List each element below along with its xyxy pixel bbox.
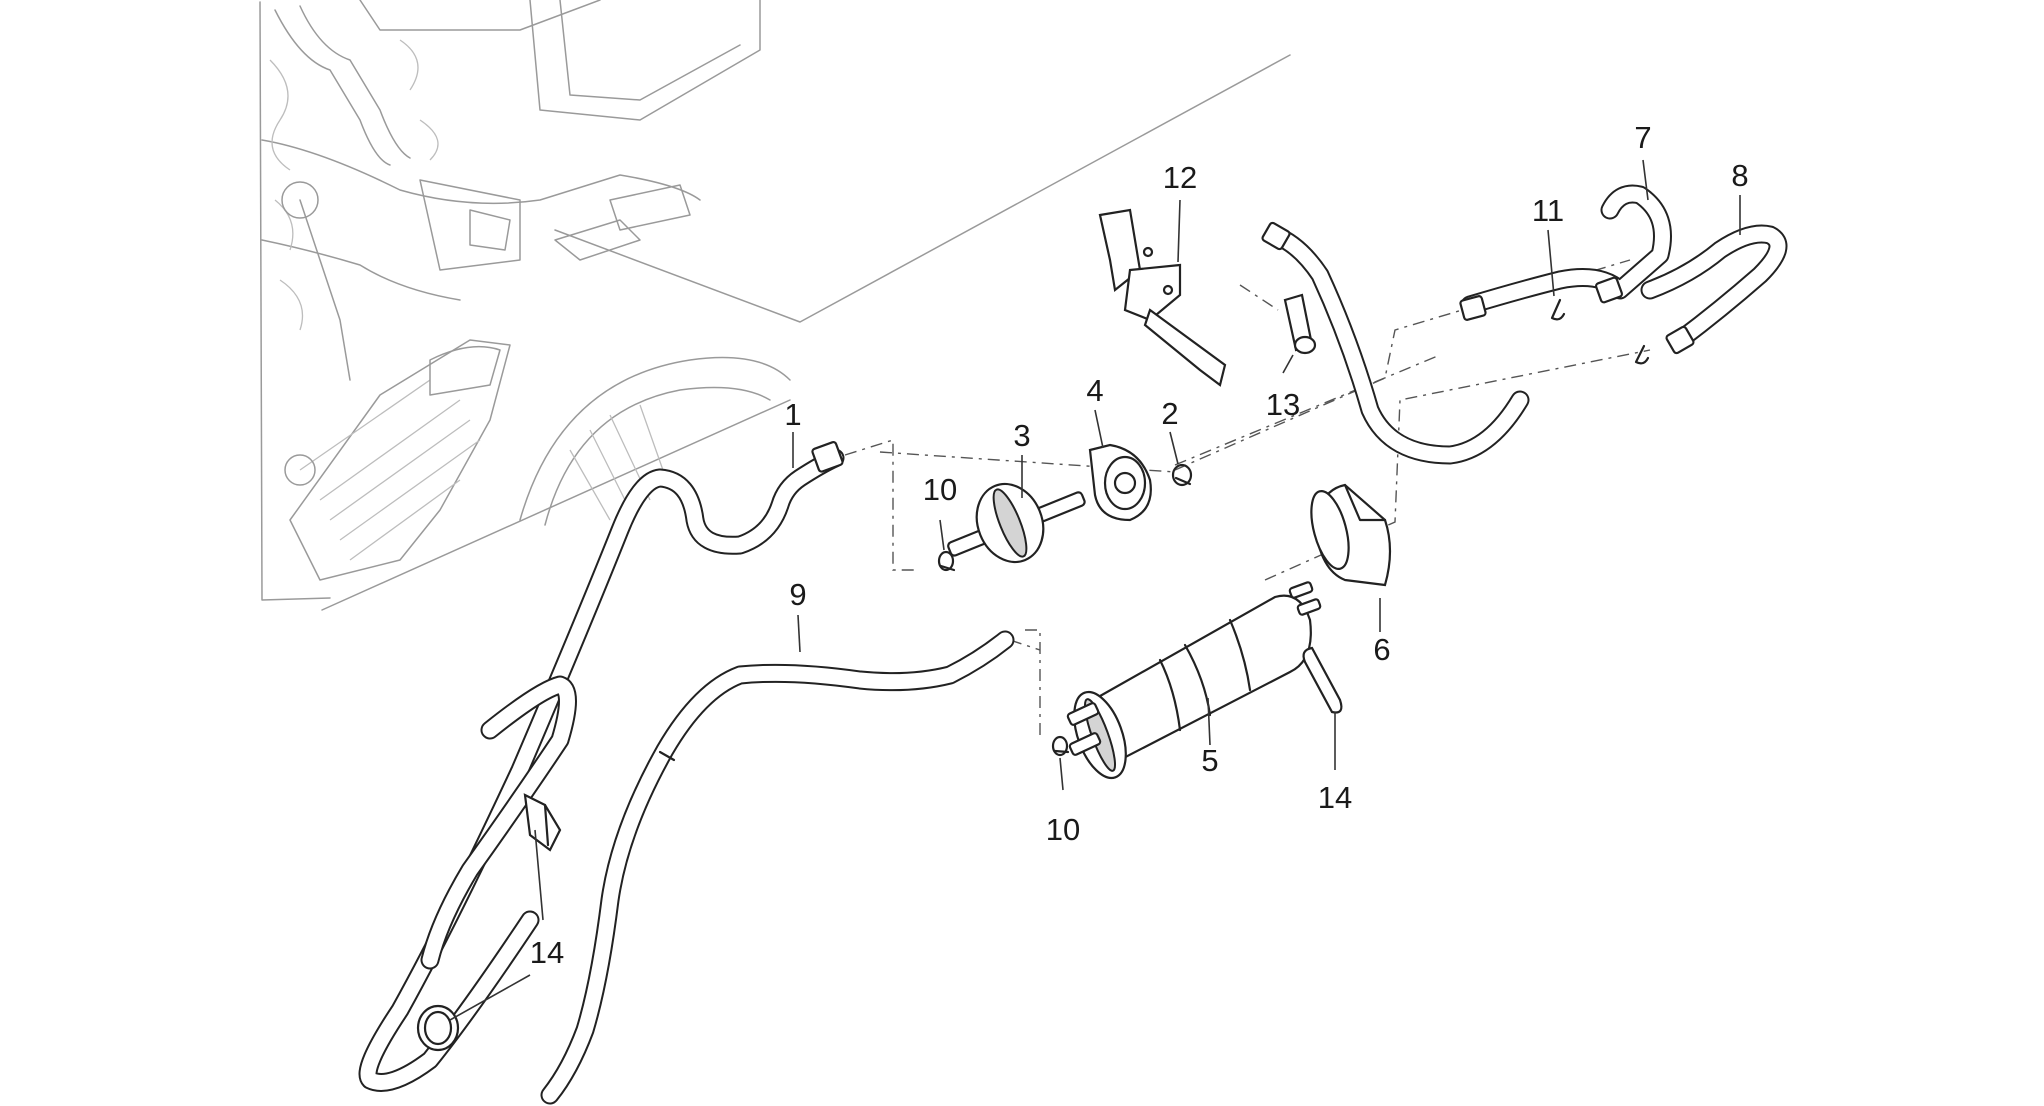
leader-lines (449, 159, 1741, 1021)
part-3-fuel-filter (947, 482, 1086, 564)
part-14-clamps (416, 646, 1343, 1052)
callout-14a: 14 (1318, 780, 1352, 815)
callout-12: 12 (1163, 160, 1197, 195)
part-6-rubber-sleeve (1310, 483, 1392, 587)
callout-10a: 10 (923, 472, 957, 507)
callout-3: 3 (1013, 418, 1030, 453)
callout-6: 6 (1373, 632, 1390, 667)
part-10-clips (937, 550, 1070, 757)
callout-7: 7 (1634, 120, 1651, 155)
part-1-fuel-hose (358, 441, 845, 1092)
callout-labels: 1 2 3 4 5 6 7 8 9 10 10 11 12 13 14 14 1… (530, 120, 1749, 970)
callout-14b: 14 (530, 935, 564, 970)
callout-2: 2 (1161, 396, 1178, 431)
callout-1: 1 (784, 397, 801, 432)
callout-8: 8 (1731, 158, 1748, 193)
vehicle-rear-context (259, 0, 1291, 611)
part-5-fuel-pump (1066, 581, 1322, 780)
part-13-screw (1283, 293, 1317, 355)
callout-11: 11 (1532, 193, 1564, 228)
callout-5: 5 (1201, 743, 1218, 778)
part-7-hose (1261, 184, 1672, 465)
part-12-bracket (1098, 208, 1227, 387)
callout-13: 13 (1266, 387, 1300, 422)
part-4-bracket (1088, 443, 1152, 522)
part-2-clip (1171, 463, 1193, 487)
callout-4: 4 (1086, 373, 1103, 408)
part-9-fuel-hose (540, 630, 1015, 1105)
part-8-hose (1640, 224, 1788, 355)
part-11-clamps (1550, 298, 1650, 365)
callout-9: 9 (789, 577, 806, 612)
callout-10b: 10 (1046, 812, 1080, 847)
